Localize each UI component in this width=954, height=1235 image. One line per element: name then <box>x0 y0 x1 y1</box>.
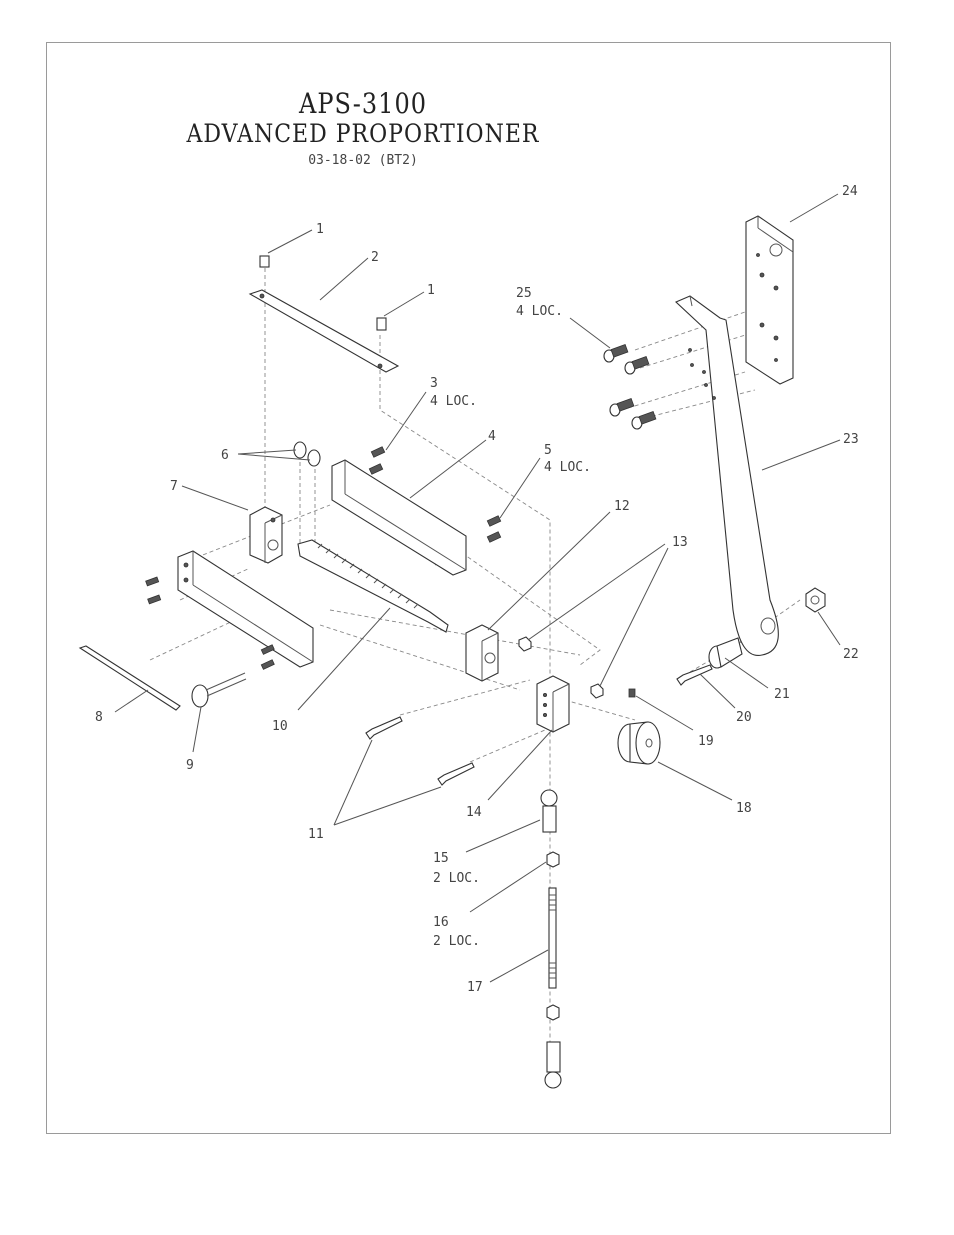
callout-16-loc: 2 LOC. <box>433 934 480 949</box>
part-1-screw <box>260 256 386 330</box>
part-18-knob <box>618 722 660 764</box>
callout-2: 2 <box>371 250 379 265</box>
part-lower-bar <box>146 551 313 669</box>
callout-1b: 1 <box>427 283 435 298</box>
callout-11: 11 <box>308 827 324 842</box>
callout-23: 23 <box>843 432 859 447</box>
callout-7: 7 <box>170 479 178 494</box>
callout-14: 14 <box>466 805 482 820</box>
part-8-strip <box>80 646 180 710</box>
part-25-screw <box>604 345 656 429</box>
callout-21: 21 <box>774 687 790 702</box>
callout-17: 17 <box>467 980 483 995</box>
callout-18: 18 <box>736 801 752 816</box>
callout-4: 4 <box>488 429 496 444</box>
part-12-block <box>466 625 498 681</box>
part-5-screw <box>487 516 500 543</box>
callout-3-loc: 4 LOC. <box>430 394 477 409</box>
callout-22: 22 <box>843 647 859 662</box>
part-14-block <box>537 676 569 732</box>
callout-13: 13 <box>672 535 688 550</box>
part-21-shoulder-bolt <box>709 638 742 668</box>
callout-24: 24 <box>842 184 858 199</box>
callout-15: 15 <box>433 851 449 866</box>
part-20-bolt <box>677 665 712 685</box>
callout-16: 16 <box>433 915 449 930</box>
callout-1a: 1 <box>316 222 324 237</box>
part-3-screw <box>369 447 384 475</box>
callout-8: 8 <box>95 710 103 725</box>
part-7-block <box>250 507 282 563</box>
part-22-nut <box>806 588 825 612</box>
part-9-pin <box>192 673 246 707</box>
callout-9: 9 <box>186 758 194 773</box>
callout-25-loc: 4 LOC. <box>516 304 563 319</box>
part-11-bolt <box>366 717 474 785</box>
callout-19: 19 <box>698 734 714 749</box>
callout-5: 5 <box>544 443 552 458</box>
callout-3: 3 <box>430 376 438 391</box>
callout-15-loc: 2 LOC. <box>433 871 480 886</box>
part-24-plate <box>746 216 793 384</box>
callout-6: 6 <box>221 448 229 463</box>
part-17-threaded-rod <box>549 888 556 988</box>
part-6-ring <box>294 442 320 466</box>
part-19-set-screw <box>629 689 635 697</box>
callout-12: 12 <box>614 499 630 514</box>
callout-5-loc: 4 LOC. <box>544 460 591 475</box>
part-4-bar <box>332 460 466 575</box>
callout-20: 20 <box>736 710 752 725</box>
callout-10: 10 <box>272 719 288 734</box>
callout-25: 25 <box>516 286 532 301</box>
part-2-strap <box>250 290 398 372</box>
